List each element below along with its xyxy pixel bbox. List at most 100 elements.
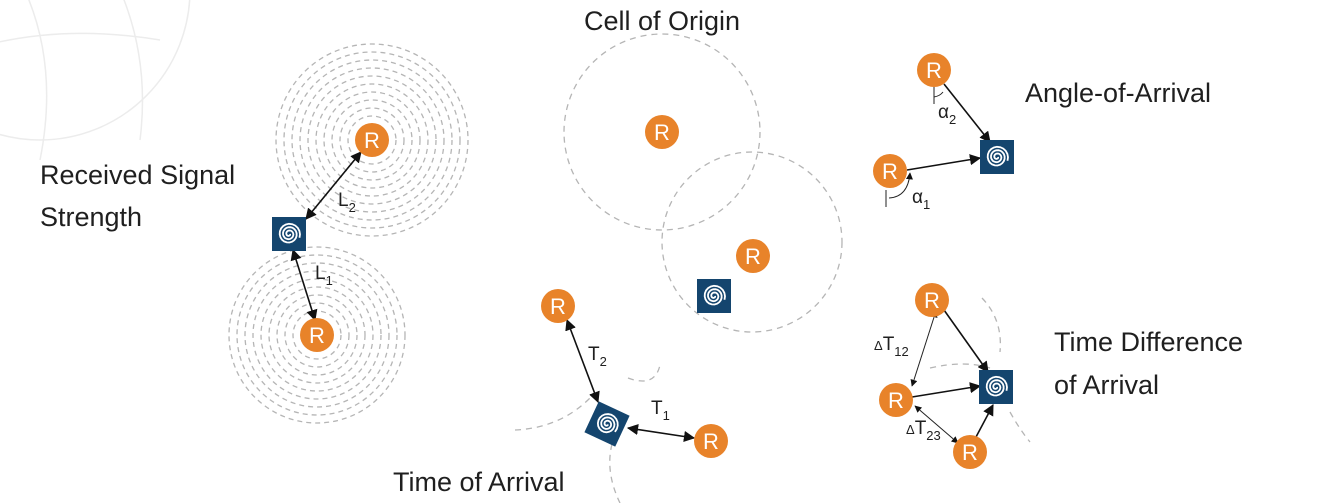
coo-receiver-1: R — [645, 115, 679, 149]
signal-ring — [339, 107, 405, 173]
spiral-icon — [596, 413, 619, 434]
tdoa-arc-1 — [981, 297, 1002, 353]
receiver-circle-icon — [300, 318, 334, 352]
toa-arrow-t1 — [626, 423, 696, 443]
tdoa-label-dt12: ΔT12 — [874, 334, 909, 359]
receiver-circle-icon — [694, 424, 728, 458]
rss-arrow-l1 — [290, 248, 318, 322]
watermark-globe — [0, 0, 191, 161]
signal-ring — [323, 91, 421, 189]
toa-arc-2b — [609, 443, 621, 503]
rss-label-l1: L1 — [315, 263, 333, 288]
receiver-label: R — [309, 323, 325, 348]
tdoa-receiver-bottom: R — [953, 435, 987, 469]
receiver-circle-icon — [917, 53, 951, 87]
spiral-icon — [986, 145, 1009, 167]
tdoa-receiver-top: R — [915, 283, 949, 317]
receiver-label: R — [703, 429, 719, 454]
toa-arrow-t2 — [565, 318, 600, 404]
receiver-label: R — [364, 128, 380, 153]
toa-receiver-1: R — [541, 289, 575, 323]
rss-title-line2: Strength — [40, 202, 142, 232]
aoa-receiver-bottom: R — [873, 154, 907, 188]
signal-ring — [307, 75, 437, 205]
spiral-tag-icon — [979, 370, 1013, 404]
toa-arc-2a — [627, 364, 661, 382]
toa-tag — [584, 401, 630, 447]
rss-title-line1: Received Signal — [40, 160, 235, 190]
signal-ring — [299, 67, 445, 213]
coo-cell-circle-1 — [563, 33, 761, 231]
receiver-label: R — [550, 294, 566, 319]
signal-ring — [276, 294, 358, 376]
receiver-label: R — [924, 288, 940, 313]
rss-tag — [272, 217, 306, 251]
signal-ring — [331, 99, 413, 181]
spiral-tag-icon — [584, 401, 630, 447]
receiver-circle-icon — [953, 435, 987, 469]
signal-ring — [236, 254, 398, 416]
tdoa-arc-3 — [929, 363, 991, 369]
receiver-label: R — [888, 388, 904, 413]
aoa-angle-arc-top — [933, 91, 944, 98]
tdoa-arc-2 — [1009, 411, 1031, 443]
aoa-label-alpha1: α1 — [912, 187, 930, 212]
coo-receiver-2: R — [736, 239, 770, 273]
signal-ring — [347, 115, 397, 165]
aoa-label-alpha2: α2 — [938, 102, 956, 127]
receiver-label: R — [882, 159, 898, 184]
toa-receiver-2: R — [694, 424, 728, 458]
receiver-label: R — [926, 58, 942, 83]
coo-title: Cell of Origin — [584, 6, 740, 36]
toa-title: Time of Arrival — [393, 467, 565, 497]
tdoa-diff-12 — [910, 310, 938, 387]
signal-ring — [315, 83, 429, 197]
rss-arrow-l2 — [305, 151, 362, 220]
aoa-arrow-top — [943, 83, 991, 143]
signal-ring — [283, 51, 461, 229]
nodes-layer: R R R R R R R R R R R — [272, 53, 1014, 469]
signal-ring — [228, 246, 406, 424]
aoa-angle-arc-bottom — [888, 172, 913, 199]
receiver-circle-icon — [645, 115, 679, 149]
signal-ring — [244, 262, 390, 408]
signal-ring — [291, 59, 453, 221]
spiral-icon — [278, 222, 301, 244]
toa-label-t1: T1 — [651, 398, 670, 423]
aoa-receiver-top: R — [917, 53, 951, 87]
rss-receiver-top: R — [355, 123, 389, 157]
tdoa-receiver-mid: R — [879, 383, 913, 417]
aoa-arrow-bottom — [906, 154, 982, 171]
aoa-tag — [980, 140, 1014, 174]
receiver-label: R — [654, 120, 670, 145]
signal-ring — [284, 302, 350, 368]
coo-tag — [697, 279, 731, 313]
toa-arc-1 — [514, 397, 591, 431]
tdoa-diff-23 — [914, 405, 959, 444]
receiver-circle-icon — [873, 154, 907, 188]
spiral-icon — [985, 375, 1008, 397]
signal-ring — [275, 43, 469, 237]
aoa-title: Angle-of-Arrival — [1025, 78, 1211, 108]
receiver-circle-icon — [879, 383, 913, 417]
rss-label-l2: L2 — [338, 190, 356, 215]
spiral-tag-icon — [272, 217, 306, 251]
tdoa-arrow-top — [943, 309, 989, 373]
spiral-tag-icon — [697, 279, 731, 313]
tdoa-tag — [979, 370, 1013, 404]
receiver-circle-icon — [915, 283, 949, 317]
toa-label-t2: T2 — [588, 344, 607, 369]
tdoa-title-line2: of Arrival — [1054, 370, 1159, 400]
rss-receiver-bottom: R — [300, 318, 334, 352]
tdoa-arrow-bottom — [975, 404, 994, 438]
receiver-label: R — [745, 244, 761, 269]
receiver-circle-icon — [541, 289, 575, 323]
spiral-tag-icon — [980, 140, 1014, 174]
tdoa-label-dt23: ΔT23 — [906, 418, 941, 443]
rss-signal-rings-top — [275, 43, 469, 237]
receiver-label: R — [962, 440, 978, 465]
receiver-circle-icon — [355, 123, 389, 157]
coo-cell-circle-2 — [661, 151, 843, 333]
tdoa-arrow-mid — [911, 382, 982, 398]
